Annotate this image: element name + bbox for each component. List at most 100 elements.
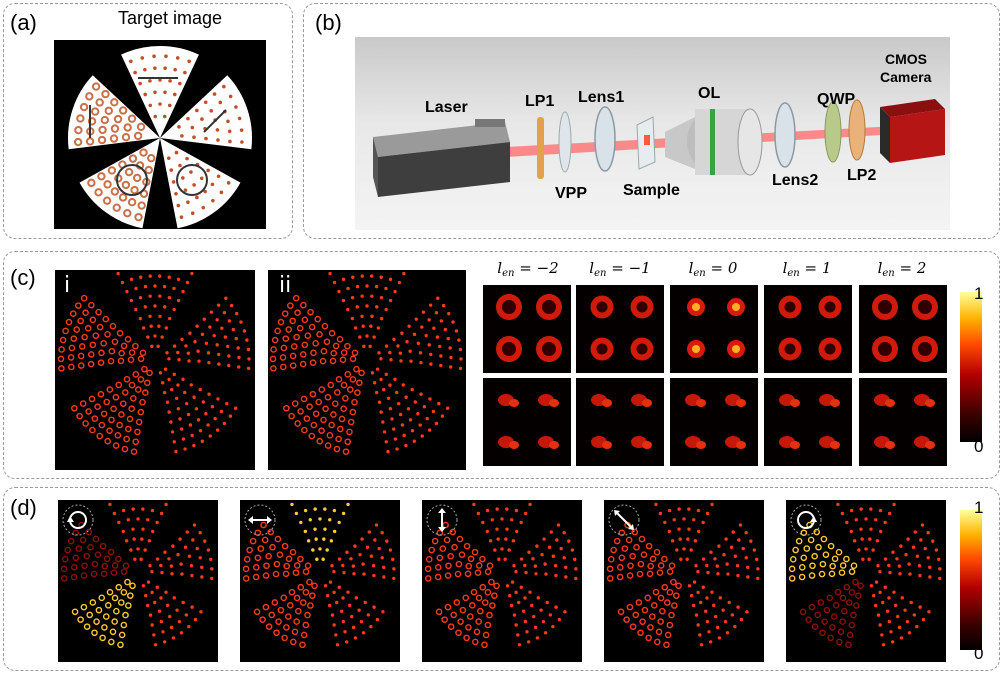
spot-sector: [472, 502, 532, 561]
beam-spot: [498, 436, 519, 449]
beam-spot: [778, 337, 802, 361]
cmos-camera: [880, 99, 945, 163]
lp2-optic: [848, 99, 866, 161]
spot-sector: [165, 296, 251, 371]
beam-spot: [590, 337, 614, 361]
lens2-optic: [774, 102, 796, 168]
qwp-label: QWP: [817, 91, 856, 108]
beam-spot: [685, 394, 706, 407]
beam-spot: [727, 340, 745, 358]
mode-cell: [764, 285, 852, 373]
beam-spot: [536, 294, 562, 320]
polarization-arrows: [89, 77, 227, 196]
vpp-label: VPP: [555, 185, 588, 202]
spot-sector: [283, 365, 365, 455]
beam-spot: [778, 295, 802, 319]
lens1-optic: [594, 106, 616, 172]
target-sector: [79, 138, 160, 229]
beam-spot: [590, 295, 614, 319]
mode-cell: [483, 285, 571, 373]
spot-sector: [377, 296, 463, 371]
polarization-image: [604, 500, 764, 662]
spot-sector: [876, 523, 942, 581]
mode-cell: [859, 378, 947, 466]
beam-spot: [874, 394, 895, 407]
colorbar-c-min: 0: [974, 437, 984, 456]
laser-device: [373, 119, 510, 197]
mode-cell: [483, 378, 571, 466]
spot-sector: [606, 521, 676, 582]
beam-spot: [872, 336, 898, 362]
polarization-image: [240, 500, 400, 662]
colorbar-c-max: 1: [974, 284, 984, 303]
spot-sector: [505, 580, 567, 647]
beam-spot: [914, 394, 935, 407]
spot-sector: [799, 578, 864, 649]
spot-sector: [435, 578, 500, 649]
colorbar-d: [960, 510, 982, 650]
beam-spot: [725, 436, 746, 449]
beam-spot: [818, 295, 842, 319]
beam-spot: [779, 436, 800, 449]
lp2-label: LP2: [847, 167, 877, 184]
panel-b-label: (b): [315, 10, 342, 35]
beam-spot: [630, 337, 654, 361]
mode-cell: [576, 285, 664, 373]
spot-sector: [788, 521, 858, 582]
spot-sector: [836, 502, 896, 561]
diagonal-arrow-icon: [608, 504, 640, 536]
beam-spot: [496, 336, 522, 362]
beam-spot: [630, 295, 654, 319]
beam-spot: [725, 394, 746, 407]
circular-ccw-icon: [62, 504, 94, 536]
spot-sector: [60, 521, 130, 582]
beam-spot: [914, 436, 935, 449]
beam-spot: [536, 336, 562, 362]
spot-sector: [323, 580, 385, 647]
target-sector: [160, 138, 241, 229]
spot-sector: [328, 271, 406, 349]
camera-label-1: CMOS: [885, 51, 927, 67]
spot-sector: [71, 365, 153, 455]
spot-sector: [71, 578, 136, 649]
beam-spot: [538, 394, 559, 407]
camera-label-2: Camera: [880, 69, 932, 85]
sublabel-i: i: [64, 273, 71, 298]
beam-spot: [538, 436, 559, 449]
target-image: [54, 40, 266, 229]
spot-sector: [253, 578, 318, 649]
horizontal-arrow-icon: [244, 504, 276, 536]
spot-sector: [290, 502, 350, 561]
beam-spot: [496, 294, 522, 320]
beam-spot: [818, 337, 842, 361]
spot-sector: [148, 523, 214, 581]
panel-d: [3, 487, 1000, 671]
beam-spot: [819, 394, 840, 407]
polarization-image: [786, 500, 946, 662]
sample-label: Sample: [623, 182, 680, 199]
spot-sector: [116, 271, 194, 349]
target-image-title: Target image: [117, 8, 223, 28]
spot-sector: [869, 580, 931, 647]
spot-sector: [269, 294, 359, 372]
sublabel-ii: ii: [279, 273, 292, 298]
lp1-label: LP1: [525, 93, 555, 110]
objective-lens: [665, 108, 763, 176]
spot-sector: [654, 502, 714, 561]
spot-sector: [687, 580, 749, 647]
spot-sector: [694, 523, 760, 581]
len-label-p1: len = 1: [782, 259, 832, 279]
spot-sector: [330, 523, 396, 581]
image-c-i: [55, 270, 255, 470]
colorbar-c: [960, 292, 982, 442]
panel-b: [303, 3, 1000, 239]
beam-spot: [912, 336, 938, 362]
panel-a: [3, 3, 293, 239]
beam-spot: [631, 436, 652, 449]
beam-spot: [819, 436, 840, 449]
lens2-label: Lens2: [772, 172, 819, 189]
len-label-p2: len = 2: [877, 259, 927, 279]
spot-sector: [617, 578, 682, 649]
mode-cell: [670, 285, 758, 373]
target-sector: [121, 45, 199, 138]
